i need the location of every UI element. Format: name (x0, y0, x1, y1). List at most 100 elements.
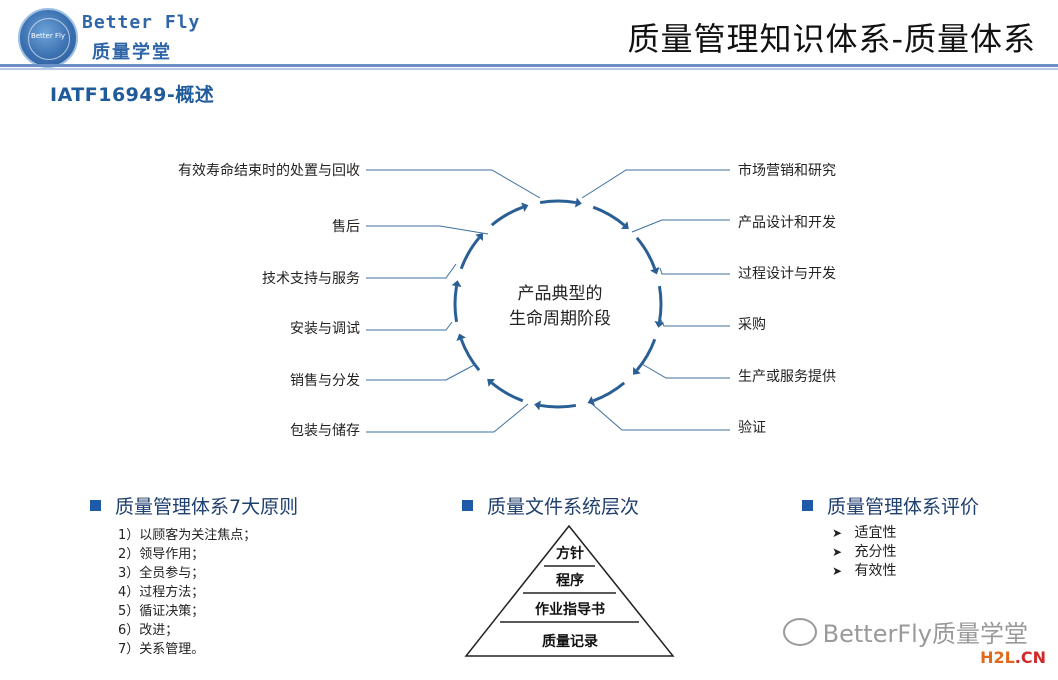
cycle-arc (539, 199, 577, 205)
document-pyramid: 方针 程序 作业指导书 质量记录 (464, 524, 675, 657)
leader-line (366, 321, 453, 331)
evaluation-item-text: 有效性 (854, 563, 897, 579)
bullet-square-icon (802, 500, 813, 511)
cycle-arrowhead-icon (587, 396, 595, 406)
principles-heading-text: 质量管理体系7大原则 (115, 496, 299, 518)
cycle-arrowhead-icon (650, 267, 660, 275)
leader-line (366, 263, 457, 279)
leader-line (631, 219, 730, 233)
list-item: ➤ 有效性 (832, 562, 896, 581)
center-label-line1: 产品典型的 (517, 284, 603, 304)
page-title: 质量管理知识体系-质量体系 (627, 20, 1036, 58)
header-divider-light (0, 68, 1058, 70)
logo-text: Better Fly (30, 32, 66, 40)
cycle-arrowhead-icon (575, 197, 582, 208)
lifecycle-center-label: 产品典型的 生命周期阶段 (460, 282, 660, 332)
principles-heading: 质量管理体系7大原则 (90, 492, 298, 519)
principles-list: 1）以顾客为关注焦点； 2）领导作用； 3）全员参与； 4）过程方法； 5）循证… (118, 526, 256, 659)
cycle-arrowhead-icon (620, 221, 629, 229)
header-divider (0, 64, 1058, 67)
list-item: ➤ 适宜性 (832, 524, 896, 543)
leader-line (366, 403, 529, 433)
pyramid-level-procedure: 程序 (556, 572, 584, 589)
leader-lines (366, 169, 730, 433)
bullet-square-icon (462, 500, 473, 511)
cycle-arrowhead-icon (456, 333, 466, 341)
leader-line (591, 403, 730, 431)
cycle-arrowhead-icon (487, 379, 496, 387)
list-item: 1）以顾客为关注焦点； (118, 528, 257, 543)
cycle-arc (459, 236, 481, 270)
leader-line (366, 169, 541, 199)
pyramid-level-work-instruction: 作业指导书 (535, 601, 605, 618)
list-item: 2）领导作用； (118, 547, 205, 562)
corner-watermark-b: .CN (1014, 648, 1046, 667)
pyramid-level-policy: 方针 (556, 545, 584, 562)
pyramid-outline (464, 524, 675, 657)
stage-label-marketing: 市场营销和研究 (738, 163, 836, 179)
stage-label-installation: 安装与调试 (290, 321, 360, 337)
watermark-text: BetterFly质量学堂 (822, 620, 1028, 648)
evaluation-heading: 质量管理体系评价 (802, 492, 979, 519)
stage-label-packaging: 包装与储存 (290, 423, 360, 439)
cycle-arrowhead-icon (521, 202, 529, 212)
bullet-square-icon (90, 500, 101, 511)
arrow-bullet-icon: ➤ (832, 526, 843, 540)
evaluation-list: ➤ 适宜性 ➤ 充分性 ➤ 有效性 (832, 524, 896, 581)
stage-label-tech-support: 技术支持与服务 (262, 271, 360, 287)
evaluation-heading-text: 质量管理体系评价 (827, 496, 980, 518)
cycle-arc (592, 381, 626, 403)
cycle-arc (490, 205, 524, 227)
section-subtitle: IATF16949-概述 (50, 84, 215, 106)
cycle-arc (657, 285, 663, 323)
cycle-arc (490, 381, 524, 403)
list-item: 6）改进； (118, 623, 179, 638)
cycle-arrowhead-icon (633, 366, 641, 375)
cycle-arc (635, 236, 657, 270)
lifecycle-diagram (366, 169, 730, 433)
documents-heading: 质量文件系统层次 (462, 492, 639, 519)
cycle-arc (592, 205, 626, 227)
cycle-arrowhead-icon (534, 400, 541, 411)
list-item: 4）过程方法； (118, 585, 205, 600)
watermark: BetterFly质量学堂 (782, 614, 1028, 649)
evaluation-item-text: 充分性 (854, 544, 897, 560)
leader-line (659, 267, 730, 275)
list-item: 3）全员参与； (118, 566, 205, 581)
leader-line (366, 225, 489, 235)
leader-line (641, 363, 730, 379)
arrow-bullet-icon: ➤ (832, 564, 843, 578)
cycle-arc (459, 338, 481, 372)
leader-line (581, 169, 730, 199)
cycle-arrowhead-icon (451, 280, 462, 287)
cycle-arrowhead-icon (475, 233, 483, 242)
stage-label-product-design: 产品设计和开发 (738, 215, 836, 231)
lifecycle-circle (451, 197, 665, 411)
stage-label-purchasing: 采购 (738, 317, 766, 333)
list-item: 7）关系管理。 (118, 642, 205, 657)
leader-line (366, 363, 477, 381)
wechat-icon (782, 618, 817, 646)
center-label-line2: 生命周期阶段 (509, 309, 611, 329)
cycle-arc (635, 338, 657, 372)
stage-label-disposal: 有效寿命结束时的处置与回收 (178, 163, 360, 179)
pyramid-level-quality-record: 质量记录 (542, 633, 598, 650)
stage-label-production: 生产或服务提供 (738, 369, 836, 385)
brand-name-en: Better Fly (82, 12, 201, 33)
stage-label-sales: 销售与分发 (290, 373, 360, 389)
list-item: 5）循证决策； (118, 604, 205, 619)
leader-line (659, 317, 730, 327)
documents-heading-text: 质量文件系统层次 (487, 496, 640, 518)
stage-label-verification: 验证 (738, 420, 766, 436)
corner-watermark: H2L.CN (980, 648, 1046, 667)
corner-watermark-a: H2L (980, 648, 1015, 667)
cycle-arc (453, 285, 459, 323)
evaluation-item-text: 适宜性 (854, 525, 897, 541)
logo: Better Fly (18, 8, 78, 68)
stage-label-process-design: 过程设计与开发 (738, 266, 836, 282)
cycle-arc (539, 403, 577, 409)
list-item: ➤ 充分性 (832, 543, 896, 562)
stage-label-after-sales: 售后 (332, 219, 360, 235)
arrow-bullet-icon: ➤ (832, 545, 843, 559)
brand-name-cn: 质量学堂 (92, 42, 172, 63)
